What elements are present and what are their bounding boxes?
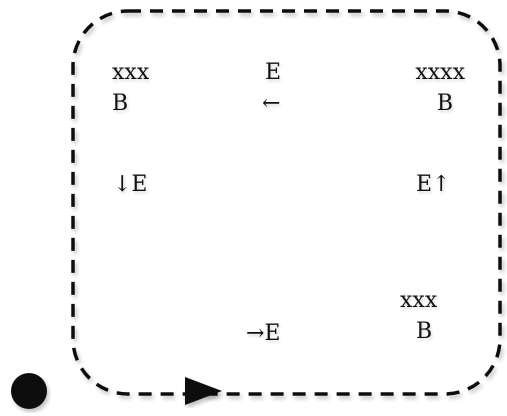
top-left-xs: xxx — [112, 60, 150, 85]
bottom-right-xs: xxx — [400, 288, 438, 313]
top-right-b: B — [436, 91, 453, 116]
bottom-right-group: xxx B — [400, 285, 437, 347]
top-mid-arrow: ← — [262, 91, 281, 116]
top-left-group: xxx B — [112, 57, 149, 119]
top-right-group: xxxx B — [401, 57, 465, 119]
bottom-mid-label: →E — [246, 321, 281, 346]
bottom-right-b: B — [416, 319, 433, 344]
top-middle-group: E ← — [262, 57, 281, 119]
mid-left-label: ↓E — [113, 172, 148, 197]
top-right-xs: xxxx — [415, 60, 465, 85]
entry-arrowhead — [185, 377, 222, 405]
dashed-boundary — [71, 9, 502, 396]
mid-right-label: E↑ — [416, 172, 451, 197]
top-mid-e: E — [265, 60, 282, 85]
top-left-b: B — [112, 91, 129, 116]
